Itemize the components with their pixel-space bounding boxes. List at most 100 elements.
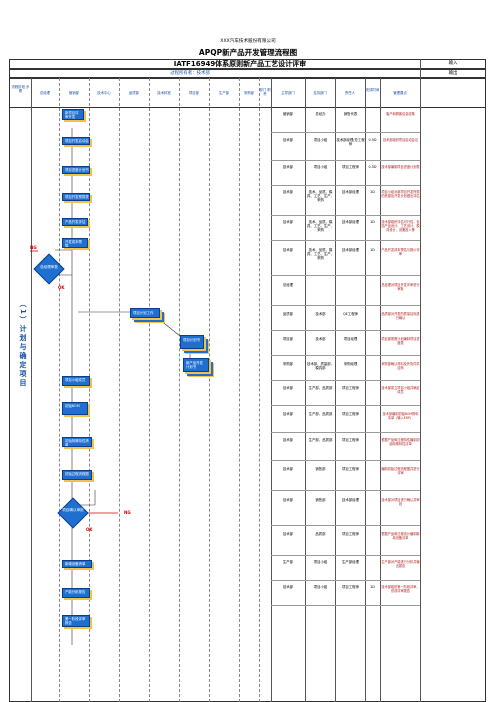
title-row	[9, 59, 486, 69]
row-lead: 技术部	[282, 467, 294, 471]
col-header-support: 支持部门	[313, 91, 327, 95]
row-time	[365, 112, 380, 128]
row-note: 技术部组织第一阶段评审，形成评审报告	[381, 585, 420, 593]
decision-project-ng: NG	[124, 510, 131, 515]
row-lead: 生产部	[282, 560, 294, 564]
flow-box-new-project[interactable]: 新项目评审开发	[62, 109, 84, 120]
row-time: 1D	[370, 585, 375, 589]
row-note: 技术部组织评估可行性，包括产品设计、工艺设计、模具设计、设备投入等	[381, 220, 420, 232]
flow-box-process-flow[interactable]: 初始过程流程图	[62, 470, 92, 480]
row-lead: 技术部	[282, 585, 294, 589]
row-note: 根据产品和过程设计编制新增设备清单	[381, 532, 420, 540]
row-support	[306, 283, 335, 299]
row-owner: 销售代表	[343, 112, 358, 116]
row-lead: 技术部	[282, 165, 294, 169]
flow-box-dev-plan[interactable]: 新产品开发计划书	[183, 358, 209, 372]
flow-box-new-equipment[interactable]: 新增设备清单	[62, 560, 92, 568]
lane-header-production: 生产部	[218, 91, 230, 95]
flow-box-project-plan[interactable]: 项目计划书	[180, 335, 204, 349]
row-lead: 技术部	[282, 532, 294, 536]
lane-header-quality: 品质部	[128, 91, 140, 95]
row-time	[365, 438, 380, 454]
row-time	[365, 312, 380, 328]
owner-row	[9, 69, 486, 78]
row-time	[365, 386, 380, 402]
process-owner: 过程所有者：技术部	[170, 71, 210, 76]
row-support: 技术部	[315, 312, 326, 316]
flow-connectors	[30, 128, 191, 645]
row-note: 项目部按照计划编制项目进度表	[381, 337, 420, 345]
row-note: 采购部确认材料及外协件供应商	[381, 362, 420, 370]
row-owner: 技术部经理	[342, 190, 359, 194]
row-lead: 技术部	[282, 438, 294, 442]
row-support: 生产部、品质部	[308, 412, 333, 416]
decision-gm-ng: NG	[30, 245, 37, 250]
row-support: 品质部	[315, 532, 326, 536]
row-time	[365, 560, 380, 576]
row-lead: 技术部	[282, 190, 294, 194]
row-owner: 技术部经理	[342, 498, 359, 502]
flow-box-schedule[interactable]: 项目进度计划书	[62, 166, 90, 174]
stage-label: （1）计划与确定项目	[19, 300, 27, 388]
row-note: 技术部编制项目进度计划表	[381, 165, 420, 169]
row-time	[365, 362, 380, 378]
flow-box-special-chars[interactable]: 初始特殊特性清单	[62, 437, 92, 447]
flow-box-budget[interactable]: 项目开发预算表	[62, 193, 90, 201]
row-lead: 技术部	[282, 220, 294, 224]
row-time	[365, 467, 380, 483]
row-time	[365, 337, 380, 353]
row-support: 项目小组	[313, 585, 328, 589]
row-time: 1D	[370, 220, 375, 224]
flow-box-kickoff[interactable]: 项目开发启动会	[62, 137, 90, 145]
row-owner: 项目工程师	[342, 165, 359, 169]
lane-header-tech-dept: 技术科室	[157, 91, 171, 95]
lane-header-gm: 总经理	[39, 91, 51, 95]
flow-box-capacity[interactable]: 产能分析报告	[62, 588, 90, 598]
lane-header-project: 项目部	[188, 91, 200, 95]
row-time: 0.5D	[368, 165, 377, 169]
row-owner	[336, 283, 365, 299]
row-lead: 营销部	[282, 112, 294, 116]
row-support: 技术、品质、模具、工艺、生产、采购	[306, 248, 335, 261]
col-header-time: 完成时间	[365, 88, 380, 92]
row-time	[365, 412, 380, 428]
row-note: 产品开发成本预估与报价评审	[381, 248, 420, 256]
row-owner: 技术部经理	[342, 248, 359, 252]
output-label: 输出	[448, 71, 458, 76]
row-note: 编制初始过程流程图并进行评审	[381, 467, 420, 475]
row-lead: 品质部	[282, 312, 294, 316]
row-note: 项目小组对新项目开发所需的资源及开发计划做出评估	[381, 190, 420, 198]
flow-box-team-members[interactable]: 项目小组成员	[62, 376, 90, 386]
col-header-lead: 主导部门	[281, 91, 295, 95]
row-owner: 项目工程师	[342, 585, 359, 589]
row-support: 技术、品质、模具、工艺、生产、采购	[306, 220, 335, 233]
row-owner: 项目工程师	[342, 386, 359, 390]
row-note: 生产部对产能进行分析并输出报告	[381, 560, 420, 568]
row-lead: 技术部	[282, 248, 294, 252]
lane-header-duty: 部门 职责	[259, 88, 271, 96]
row-note: 技术部组织项目启动会议	[382, 138, 419, 142]
row-owner: 技术部经理/总工程师	[336, 138, 365, 147]
row-support: 技术、品质、模具、工艺、生产、采购	[306, 190, 335, 203]
row-lead: 项目部	[282, 337, 294, 341]
row-support: 生产部、品质部	[308, 438, 333, 442]
row-support: 销售部	[315, 467, 326, 471]
decision-gm-label: 总经理审批	[40, 265, 58, 269]
row-support: 项目小组	[313, 560, 328, 564]
row-lead: 总经理	[282, 283, 294, 287]
row-owner: 采购经理	[343, 362, 358, 366]
flow-box-evaluation[interactable]: 产品开发评估	[62, 218, 88, 226]
lane-header-tech-center: 技术中心	[97, 91, 111, 95]
row-time: 1D	[370, 190, 375, 194]
row-note: 品质部对开发的质量目标进行确认	[381, 312, 420, 320]
flow-box-phase1-review[interactable]: 第一阶段评审报告	[62, 615, 90, 627]
col-header-owner: 责任人	[344, 91, 356, 95]
lane-header-purchasing: 采购部	[243, 91, 255, 95]
flow-box-cost[interactable]: 开发成本预算	[62, 238, 88, 248]
header-row	[9, 78, 486, 108]
company-name: XXX汽车技术股份有限公司	[220, 39, 276, 44]
row-time	[365, 532, 380, 548]
flow-box-initial-bom[interactable]: 初始BOM	[62, 402, 88, 415]
flow-box-project-plan-work[interactable]: 项目计划工作	[130, 308, 160, 318]
row-support: 总经办	[315, 112, 326, 116]
